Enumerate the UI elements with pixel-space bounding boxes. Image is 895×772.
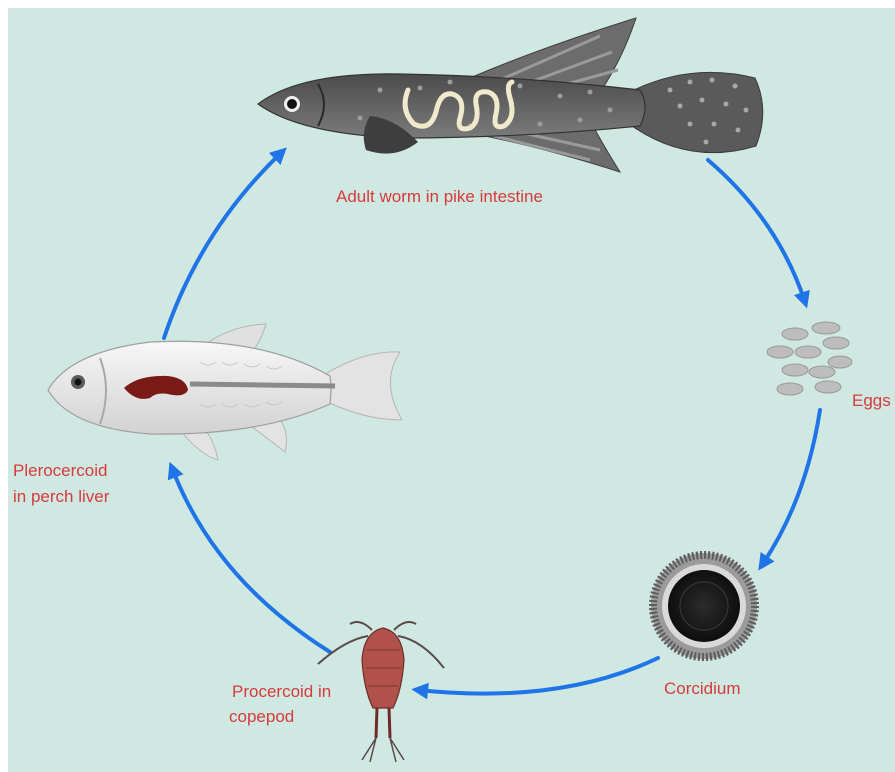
coracidium-label: Corcidium (664, 679, 741, 698)
procercoid-label-line2: copepod (229, 707, 294, 726)
adult-worm-label: Adult worm in pike intestine (336, 187, 543, 206)
plerocercoid-label-line2: in perch liver (13, 487, 110, 506)
coracidium-icon (651, 553, 757, 659)
plerocercoid-label-line1: Plerocercoid (13, 461, 108, 480)
eggs-label: Eggs (852, 391, 891, 410)
procercoid-label-line1: Procercoid in (232, 682, 331, 701)
